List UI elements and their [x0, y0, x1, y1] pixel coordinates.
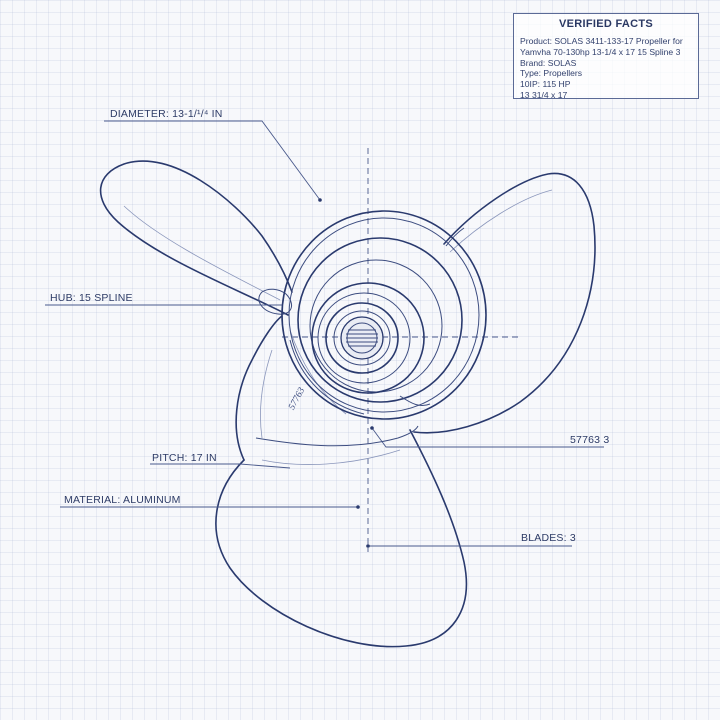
fact-product: Product: SOLAS 3411-133-17 Propeller for	[520, 36, 683, 46]
fact-brand: Brand: SOLAS	[520, 57, 577, 68]
blade-upper-right	[413, 172, 596, 434]
part-number-leader	[371, 427, 604, 448]
hub-label: HUB: 15 SPLINE	[50, 292, 133, 304]
diameter-leader	[104, 120, 321, 201]
material-label: MATERIAL: ALUMINUM	[64, 494, 181, 506]
spline-bore	[340, 316, 384, 360]
fact-product-cont: Yamvha 70-130hp 13-1/4 x 17 15 Spline 3	[520, 46, 681, 57]
material-leader-dot	[356, 505, 360, 509]
facts-title: VERIFIED FACTS	[558, 18, 654, 30]
blades-leader-dot	[366, 544, 370, 548]
callout-leaders	[45, 120, 604, 548]
fact-size: 13 31/4 x 17	[520, 89, 568, 100]
fact-type: Type: Propellers	[520, 68, 583, 79]
pitch-label: PITCH: 17 IN	[152, 452, 217, 464]
part-number-leader-dot	[370, 426, 374, 430]
diameter-label: DIAMETER: 13-1/¹/⁴ IN	[110, 108, 223, 120]
verified-facts-box: VERIFIED FACTS Product: SOLAS 3411-133-1…	[513, 13, 699, 100]
blade-lower	[215, 315, 468, 648]
part-number-label: 57763 3	[570, 434, 610, 446]
fact-hp: 10IP: 115 HP	[520, 79, 571, 90]
hub-stamp: 57763	[287, 386, 307, 412]
hub	[281, 210, 487, 420]
blades-label: BLADES: 3	[521, 532, 576, 544]
pitch-leader	[150, 463, 291, 469]
diameter-leader-dot	[318, 198, 322, 202]
